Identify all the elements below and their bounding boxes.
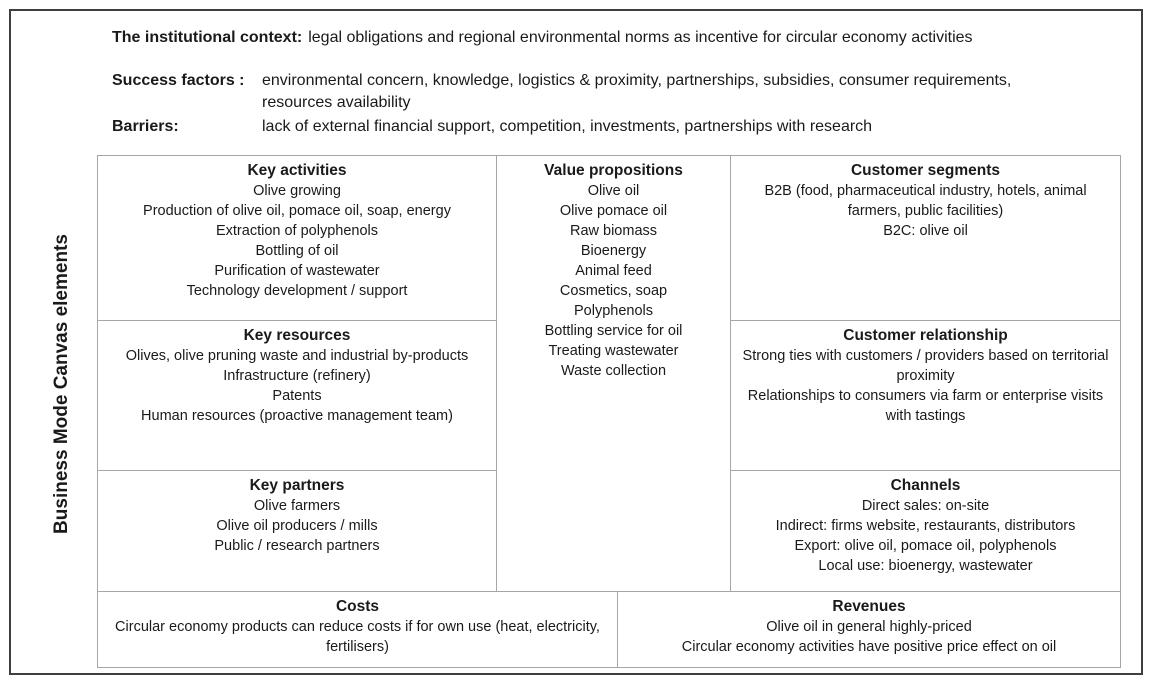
text-line: Olive growing [253, 183, 341, 199]
text-line: resources availability [262, 94, 411, 111]
cell-key-resources: Key resources Olives, olive pruning wast… [97, 320, 497, 471]
text-line: Olive farmers [253, 498, 341, 514]
cell-customer-relationship: Customer relationship Strong ties with c… [730, 320, 1121, 471]
text-line: Polyphenols [574, 303, 653, 319]
text-line: Olive oil in general highly-priced [766, 619, 972, 635]
cell-title-key-activities: Key activities [247, 162, 347, 179]
success-factors-text: environmental concern, knowledge, logist… [262, 70, 1122, 114]
barriers-label: Barriers: [112, 118, 179, 135]
text-line: Export: olive oil, pomace oil, polypheno… [794, 538, 1057, 554]
cell-title-channels: Channels [890, 477, 961, 494]
cell-title-customer-relationship: Customer relationship [843, 327, 1008, 344]
institutional-context-label: The institutional context: [112, 29, 303, 46]
cell-title-revenues: Revenues [832, 598, 906, 615]
cell-customer-segments: Customer segments B2B (food, pharmaceuti… [730, 155, 1121, 321]
text-line: Purification of wastewater [214, 263, 380, 279]
text-line: Technology development / support [186, 283, 408, 299]
text-line: Bioenergy [580, 243, 647, 259]
text-line: Local use: bioenergy, wastewater [818, 558, 1033, 574]
barriers-text: lack of external financial support, comp… [262, 116, 1122, 138]
text-line: Extraction of polyphenols [215, 223, 378, 239]
cell-title-costs: Costs [335, 598, 380, 615]
text-line: Olive oil [587, 183, 640, 199]
text-line: B2B (food, pharmaceutical industry, hote… [764, 183, 1087, 219]
cell-items-costs: Circular economy products can reduce cos… [106, 617, 609, 657]
text-line: Olive pomace oil [559, 203, 668, 219]
text-line: Indirect: firms website, restaurants, di… [775, 518, 1076, 534]
text-line: environmental concern, knowledge, logist… [262, 72, 1012, 89]
text-line: Bottling of oil [255, 243, 339, 259]
barriers-line: Barriers: lack of external financial sup… [112, 116, 1122, 138]
cell-items-customer-segments: B2B (food, pharmaceutical industry, hote… [739, 181, 1112, 241]
cell-items-customer-relationship: Strong ties with customers / providers b… [739, 346, 1112, 426]
cell-title-value-propositions: Value propositions [544, 162, 683, 179]
barriers-text-value: lack of external financial support, comp… [262, 118, 873, 135]
text-line: Circular economy activities have positiv… [681, 639, 1057, 655]
cell-title-key-partners: Key partners [249, 477, 345, 494]
text-line: Waste collection [560, 363, 667, 379]
success-factors-line: Success factors : environmental concern,… [112, 70, 1122, 114]
cell-title-key-resources: Key resources [243, 327, 351, 344]
text-line: Olive oil producers / mills [216, 518, 378, 534]
text-line: Infrastructure (refinery) [223, 368, 371, 384]
institutional-context-line: The institutional context: legal obligati… [112, 27, 1122, 49]
cell-items-key-resources: Olives, olive pruning waste and industri… [106, 346, 488, 426]
text-line: Olives, olive pruning waste and industri… [125, 348, 469, 364]
success-factors-label: Success factors : [112, 72, 245, 89]
institutional-context-text: legal obligations and regional environme… [308, 29, 973, 46]
text-line: Public / research partners [214, 538, 380, 554]
text-line: Treating wastewater [548, 343, 679, 359]
text-line: Direct sales: on-site [861, 498, 990, 514]
cell-title-customer-segments: Customer segments [850, 162, 1000, 179]
text-line: Human resources (proactive management te… [141, 408, 453, 424]
text-line: Production of olive oil, pomace oil, soa… [143, 203, 451, 219]
cell-costs: Costs Circular economy products can redu… [97, 591, 618, 668]
text-line: Strong ties with customers / providers b… [742, 348, 1109, 384]
text-line: B2C: olive oil [883, 223, 968, 239]
text-line: Relationships to consumers via farm or e… [747, 388, 1104, 424]
canvas-axis-label: Business Mode Canvas elements [51, 234, 72, 534]
text-line: Bottling service for oil [544, 323, 683, 339]
text-line: Circular economy products can reduce cos… [115, 619, 600, 655]
text-line: Animal feed [575, 263, 652, 279]
text-line: Patents [272, 388, 322, 404]
text-line: Raw biomass [569, 223, 658, 239]
text-line: Cosmetics, soap [559, 283, 668, 299]
cell-revenues: Revenues Olive oil in general highly-pri… [617, 591, 1121, 668]
